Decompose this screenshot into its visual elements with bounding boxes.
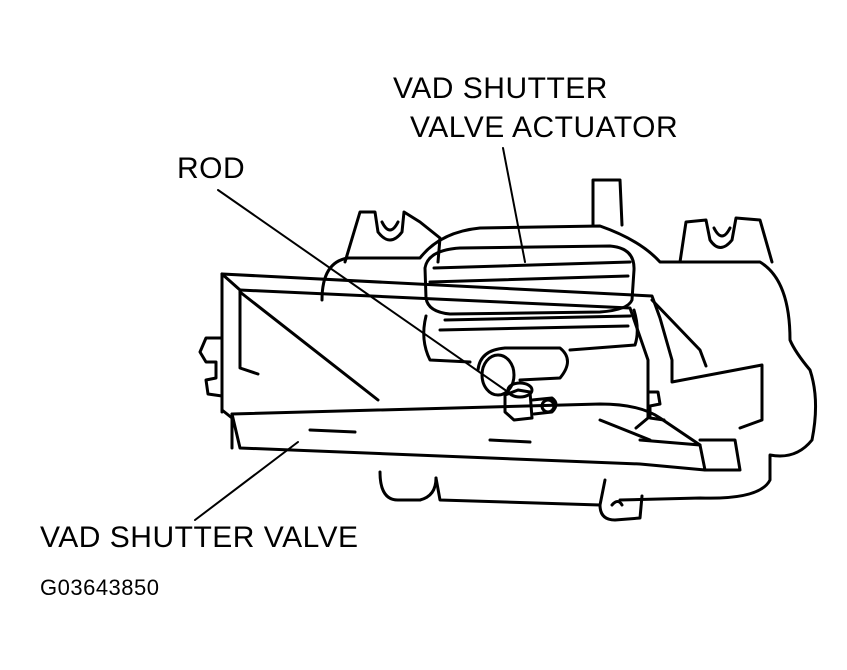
figure-code: G03643850: [40, 575, 160, 600]
label-actuator-line1: VAD SHUTTER: [393, 72, 608, 105]
shutter-valve-plate: [230, 402, 742, 472]
shutter-valve-frame: [198, 272, 764, 430]
leader-shutter-valve: [194, 441, 299, 521]
rear-housing: [320, 178, 818, 522]
label-rod: ROD: [177, 152, 246, 185]
leader-rod: [217, 189, 509, 393]
leader-actuator: [502, 147, 526, 263]
leader-lines: [194, 147, 526, 521]
label-actuator-line2: VALVE ACTUATOR: [410, 111, 679, 144]
label-shutter-valve: VAD SHUTTER VALVE: [40, 521, 359, 554]
shutter-valve-actuator: [422, 244, 639, 364]
rod-linkage: [476, 346, 569, 422]
